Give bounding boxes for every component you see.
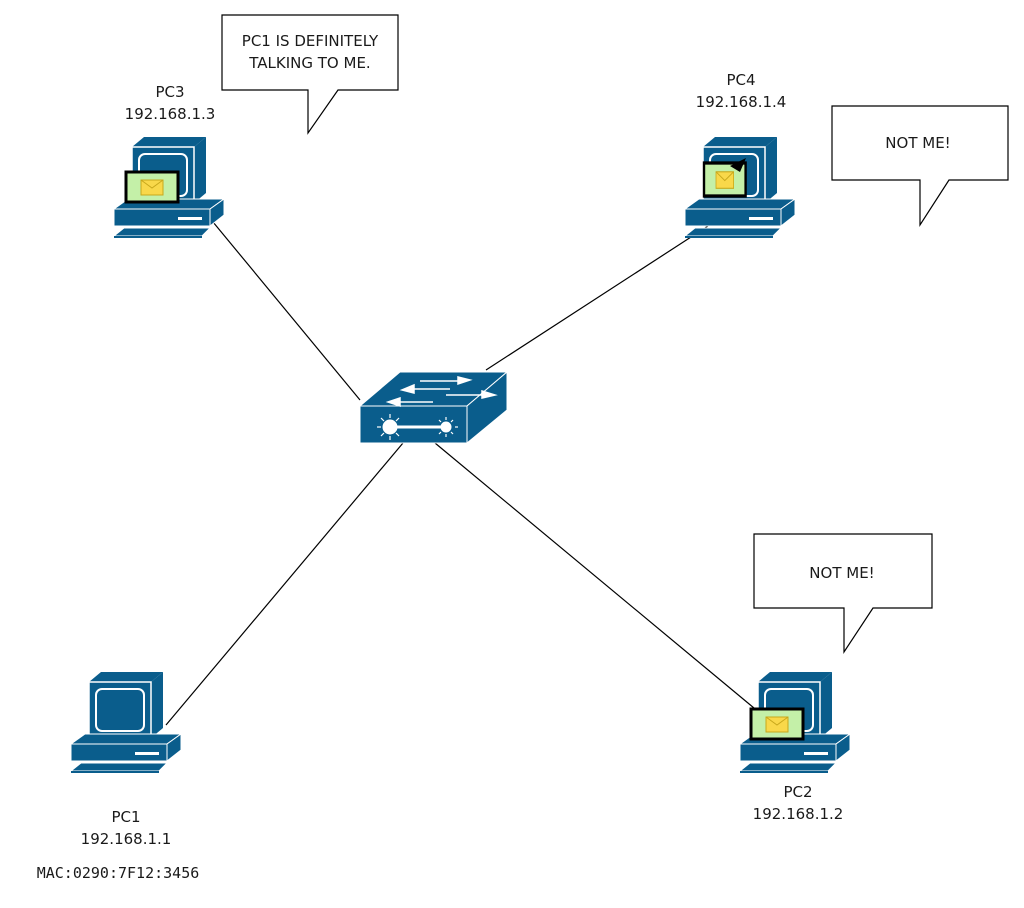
device-mac: MAC:0290:7F12:3456 <box>37 864 200 882</box>
desktop-computer-icon[interactable] <box>70 671 182 773</box>
bubble-text: NOT ME! <box>809 564 874 582</box>
device-pc1[interactable]: PC1 192.168.1.1 MAC:0290:7F12:3456 <box>37 671 200 882</box>
device-name: PC4 <box>726 71 755 89</box>
device-ip: 192.168.1.1 <box>81 830 172 848</box>
speech-bubble-pc4: NOT ME! <box>831 105 1009 228</box>
device-ip: 192.168.1.4 <box>696 93 787 111</box>
device-pc3[interactable]: PC3 192.168.1.3 <box>113 83 225 238</box>
device-ip: 192.168.1.2 <box>753 805 844 823</box>
device-pc2[interactable]: PC2 192.168.1.2 <box>739 671 851 823</box>
bubble-text-line1: PC1 IS DEFINITELY <box>242 32 379 50</box>
link-hub-pc3 <box>212 221 361 401</box>
device-name: PC2 <box>783 783 812 801</box>
link-hub-pc2 <box>434 442 761 714</box>
envelope-icon <box>749 707 805 741</box>
network-hub-icon[interactable] <box>358 370 509 445</box>
device-pc4[interactable]: PC4 192.168.1.4 <box>684 71 796 238</box>
speech-bubble-pc2: NOT ME! <box>753 533 933 655</box>
device-ip: 192.168.1.3 <box>125 105 216 123</box>
bubble-text: NOT ME! <box>885 134 950 152</box>
envelope-icon <box>124 170 180 204</box>
bubble-text-line2: TALKING TO ME. <box>248 54 370 72</box>
envelope-arrow-icon <box>730 158 746 172</box>
link-hub-pc4 <box>485 225 709 371</box>
device-name: PC3 <box>155 83 184 101</box>
speech-bubble-pc3: PC1 IS DEFINITELY TALKING TO ME. <box>221 14 399 135</box>
link-hub-pc1 <box>165 442 404 726</box>
device-name: PC1 <box>111 808 140 826</box>
